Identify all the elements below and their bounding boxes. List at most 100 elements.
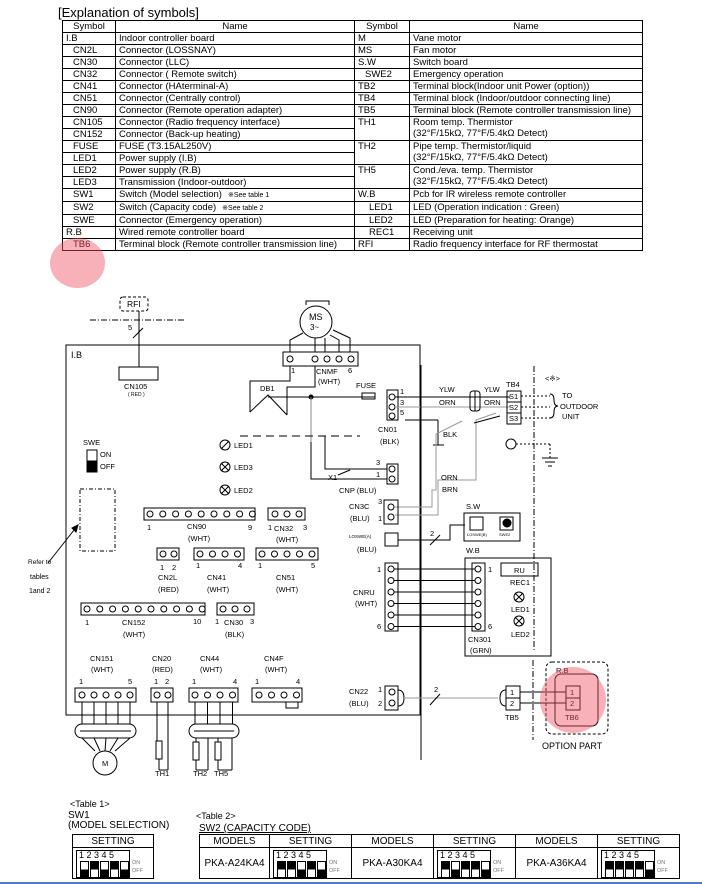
- name-line-2: (32°F/15kΩ, 77°F/5.4kΩ Detect): [413, 128, 548, 139]
- table1-title: SW1: [68, 810, 90, 821]
- label-cn41-pin4: 4: [238, 561, 242, 570]
- label-rec1: REC1: [510, 578, 530, 587]
- label-cn22: CN22: [349, 687, 368, 696]
- label-wire-count-2: 2: [434, 685, 438, 694]
- dip-off-label: OFF: [493, 868, 504, 874]
- cn90-pin: [172, 510, 180, 518]
- name-text: Connector (HAterminal-A): [119, 81, 229, 92]
- dip-lever: [625, 861, 634, 878]
- label-cn152-pin10: 10: [193, 617, 201, 626]
- dip-lever: [80, 861, 89, 878]
- label-cn2l-color: (RED): [158, 585, 179, 594]
- label-to-outdoor-0: TO: [562, 391, 572, 400]
- motor-wire: [81, 737, 96, 752]
- label-brn: BRN: [442, 485, 458, 494]
- motor-wire: [109, 737, 119, 752]
- cn90-pin: [159, 510, 167, 518]
- label-cn30-pin1: 1: [215, 617, 219, 626]
- label-tb6: TB6: [565, 713, 579, 722]
- name-text: Connector (Centrally control): [119, 93, 241, 104]
- label-cn01-pins-2: 5: [400, 408, 404, 417]
- name-text: Indoor controller board: [119, 33, 215, 44]
- label-swe-off: OFF: [100, 462, 115, 471]
- label-th5: TH5: [214, 769, 228, 778]
- legend-title: [Explanation of symbols]: [58, 5, 199, 20]
- label-refer-2: 1and 2: [29, 588, 51, 595]
- label-cnmf-pin6: 6: [348, 366, 352, 375]
- label-cn01-color: (BLK): [380, 437, 400, 446]
- label-cn3c: CN3C: [349, 502, 370, 511]
- cn44-pin: [204, 691, 211, 699]
- cn151-pin: [102, 691, 110, 699]
- label-db1: DB1: [260, 384, 275, 393]
- label-cn51-pin1: 1: [258, 561, 262, 570]
- label-fuse: FUSE: [356, 381, 376, 390]
- name-text: Connector (Remote operation adapter): [119, 105, 283, 116]
- dip-off-label: OFF: [657, 868, 668, 874]
- name-text: Wired remote controller board: [119, 227, 245, 238]
- dip-numbers: 12345: [276, 850, 314, 860]
- label-rfi: RFI: [127, 299, 141, 309]
- cn152-pin: [160, 605, 168, 613]
- label-cn51-color: (WHT): [276, 585, 299, 594]
- cnru-pin: [387, 565, 395, 573]
- dip-lever: [471, 861, 480, 878]
- dip-lever: [441, 861, 450, 878]
- dip-lever: [307, 861, 316, 878]
- cn90-pin: [184, 510, 192, 518]
- label-cn4f: CN4F: [264, 654, 284, 663]
- label-cn30-color: (BLK): [225, 630, 245, 639]
- dip-on-label: ON: [657, 860, 666, 866]
- label-tb4: TB4: [506, 380, 520, 389]
- cn90-pin: [210, 510, 218, 518]
- label-cn152-pin1: 1: [85, 618, 89, 627]
- label-ms-phase: 3~: [310, 323, 319, 332]
- note-text: ※See table 2: [222, 205, 264, 212]
- label-cn3c-pins-0: 3: [378, 497, 382, 506]
- cn90-pin: [236, 510, 244, 518]
- label-cn3c-pins-1: 1: [378, 514, 382, 523]
- label-rfi-wires: 5: [128, 323, 132, 332]
- cn152-pin: [121, 605, 129, 613]
- dip-lever: [120, 861, 129, 878]
- wire: [514, 592, 524, 602]
- label-cn22-pins-1: 2: [378, 699, 382, 708]
- dip-switch: 12345: [437, 850, 491, 878]
- label-th2: TH2: [193, 769, 207, 778]
- label-cn20-pins-0: 1: [154, 677, 158, 686]
- dip-numbers: 12345: [79, 850, 117, 860]
- label-cn22-pins-0: 1: [378, 685, 382, 694]
- cnmf-pin: [323, 355, 331, 363]
- label-cn301-pin1: 1: [488, 565, 492, 574]
- cn30-pin: [243, 605, 251, 613]
- label-th1: TH1: [155, 769, 169, 778]
- label-ms: MS: [309, 312, 323, 322]
- cn2l-pin: [170, 550, 178, 558]
- dip-switch: 12345: [273, 850, 327, 878]
- label-swe2: SWE2: [499, 532, 511, 537]
- label-tb4-terms-1: S2: [509, 403, 518, 412]
- label-cn32-pin3: 3: [303, 523, 307, 532]
- cnmf-pin: [311, 355, 319, 363]
- label-option-part: OPTION PART: [542, 741, 603, 751]
- cn51-pin: [296, 550, 303, 558]
- cn4f-pin: [255, 691, 263, 699]
- name-line: Pipe temp. Thermistor/liquid: [413, 141, 532, 152]
- name-text: Connector (LLC): [119, 57, 190, 68]
- dip-on-label: ON: [493, 860, 502, 866]
- label-cn151: CN151: [90, 654, 113, 663]
- label-to-outdoor-1: OUTDOOR: [560, 402, 599, 411]
- dip-numbers: 12345: [440, 850, 478, 860]
- cn301-pin: [474, 611, 482, 619]
- cn301-pin: [474, 623, 482, 630]
- cn44-pin: [191, 691, 199, 699]
- label-cn01-pins-1: 3: [400, 398, 404, 407]
- cn20-pin: [164, 691, 172, 699]
- dip-lever: [615, 861, 624, 878]
